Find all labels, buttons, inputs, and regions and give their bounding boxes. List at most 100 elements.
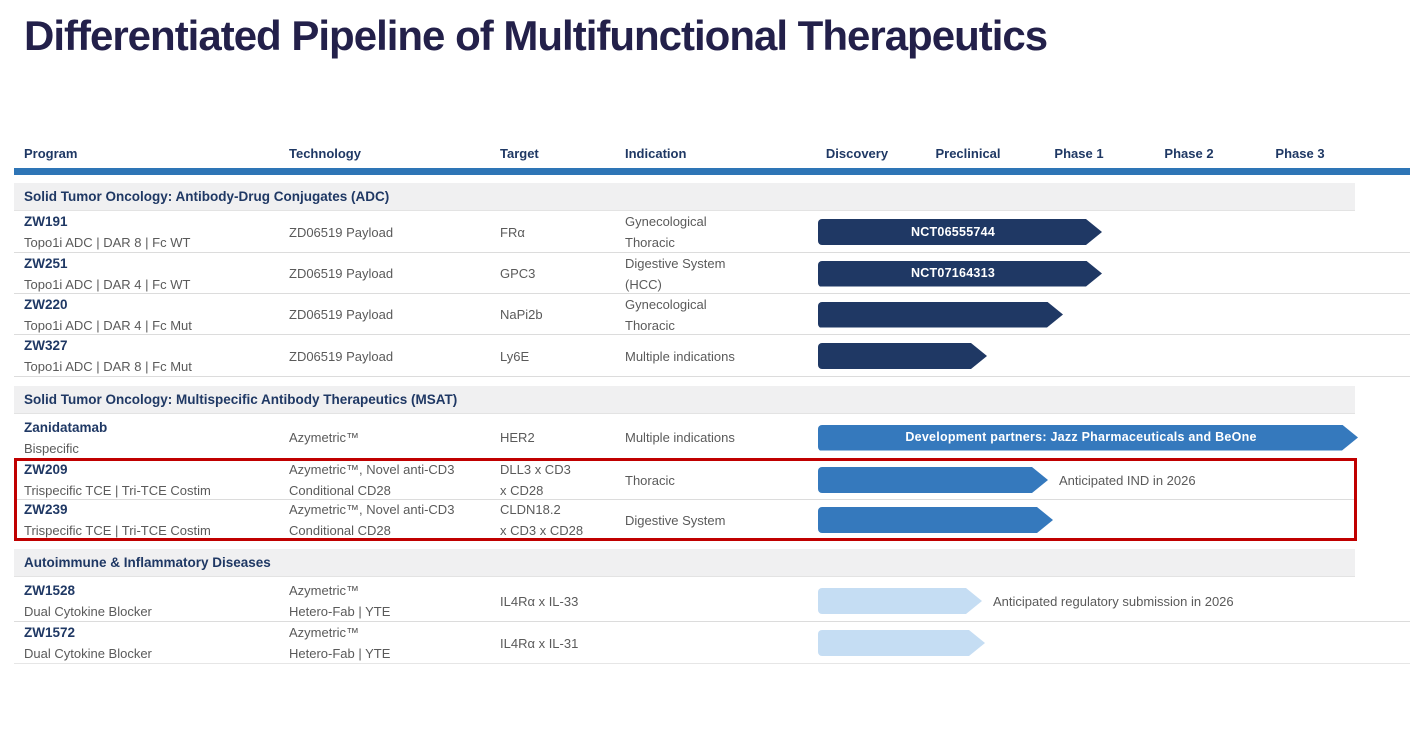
program-cell: Zanidatamab Bispecific bbox=[24, 417, 284, 458]
pipeline-row-zw191: ZW191 Topo1i ADC | DAR 8 | Fc WT ZD06519… bbox=[14, 211, 1410, 253]
indication-cell bbox=[625, 580, 810, 622]
progress-arrow bbox=[818, 302, 1063, 328]
target-cell: Ly6E bbox=[500, 348, 530, 364]
program-subtitle: Topo1i ADC | DAR 8 | Fc WT bbox=[24, 235, 191, 250]
row-divider bbox=[14, 621, 1410, 622]
program-cell: ZW1528 Dual Cytokine Blocker bbox=[24, 580, 284, 622]
page-title: Differentiated Pipeline of Multifunction… bbox=[24, 12, 1048, 59]
row-divider bbox=[17, 499, 1354, 500]
target-cell: HER2 bbox=[500, 430, 535, 445]
technology-cell: ZD06519 Payload bbox=[289, 348, 394, 364]
indication-cell: Multiple indications bbox=[625, 430, 735, 445]
program-subtitle: Topo1i ADC | DAR 8 | Fc Mut bbox=[24, 359, 192, 374]
section-header-adc-label: Solid Tumor Oncology: Antibody-Drug Conj… bbox=[24, 189, 390, 204]
technology-cell: ZD06519 Payload bbox=[289, 266, 394, 281]
technology-cell: ZD06519 Payload bbox=[289, 224, 394, 240]
program-cell: ZW327 Topo1i ADC | DAR 8 | Fc Mut bbox=[24, 335, 284, 377]
program-subtitle: Trispecific TCE | Tri-TCE Costim bbox=[24, 523, 211, 538]
technology-cell: Azymetric™, Novel anti-CD3 Conditional C… bbox=[289, 502, 455, 538]
pipeline-row-zw251: ZW251 Topo1i ADC | DAR 4 | Fc WT ZD06519… bbox=[14, 253, 1410, 294]
phase-track bbox=[818, 622, 1410, 664]
indication-cell: Gynecological Thoracic bbox=[625, 296, 707, 333]
target-cell: GPC3 bbox=[500, 266, 536, 281]
technology-cell: Azymetric™ Hetero-Fab | YTE bbox=[289, 583, 391, 619]
indication-cell bbox=[625, 622, 810, 664]
technology-cell: Azymetric™ bbox=[289, 430, 360, 445]
program-name: ZW239 bbox=[24, 502, 68, 517]
pipeline-row-zw327: ZW327 Topo1i ADC | DAR 8 | Fc Mut ZD0651… bbox=[14, 335, 1410, 377]
phase-track: Anticipated regulatory submission in 202… bbox=[818, 580, 1410, 622]
progress-arrow bbox=[818, 588, 982, 614]
column-header-technology: Technology bbox=[289, 146, 361, 161]
pipeline-row-zw239: ZW239 Trispecific TCE | Tri-TCE Costim A… bbox=[14, 500, 1410, 540]
target-cell: DLL3 x CD3 x CD28 bbox=[500, 462, 571, 498]
phase-header-phase1: Phase 1 bbox=[1054, 146, 1104, 161]
indication-cell: Gynecological Thoracic bbox=[625, 214, 707, 250]
progress-arrow bbox=[818, 630, 985, 656]
program-name: ZW220 bbox=[24, 296, 68, 312]
target-cell: NaPi2b bbox=[500, 307, 543, 322]
header-accent-bar bbox=[14, 168, 1410, 175]
program-name: ZW191 bbox=[24, 214, 68, 229]
progress-arrow bbox=[818, 467, 1048, 493]
program-subtitle: Bispecific bbox=[24, 440, 79, 456]
technology-cell: Azymetric™, Novel anti-CD3 Conditional C… bbox=[289, 462, 455, 498]
program-name: ZW327 bbox=[24, 338, 68, 353]
arrow-label: NCT07164313 bbox=[910, 266, 996, 280]
program-name: ZW251 bbox=[24, 255, 68, 271]
target-cell: IL4Rα x IL-31 bbox=[500, 635, 579, 651]
program-subtitle: Topo1i ADC | DAR 4 | Fc Mut bbox=[24, 317, 192, 333]
section-header-msat: Solid Tumor Oncology: Multispecific Anti… bbox=[14, 386, 1355, 414]
program-cell: ZW251 Topo1i ADC | DAR 4 | Fc WT bbox=[24, 253, 284, 294]
arrow-label: Development partners: Jazz Pharmaceutica… bbox=[905, 430, 1257, 444]
technology-cell: ZD06519 Payload bbox=[289, 307, 394, 322]
phase-header-discovery: Discovery bbox=[825, 146, 889, 161]
pipeline-row-zw220: ZW220 Topo1i ADC | DAR 4 | Fc Mut ZD0651… bbox=[14, 294, 1410, 335]
target-cell: FRα bbox=[500, 224, 525, 240]
progress-arrow bbox=[818, 343, 987, 369]
program-cell: ZW209 Trispecific TCE | Tri-TCE Costim bbox=[24, 460, 284, 500]
indication-cell: Multiple indications bbox=[625, 348, 735, 364]
target-cell: CLDN18.2 x CD3 x CD28 bbox=[500, 502, 584, 538]
phase-track: Anticipated IND in 2026 bbox=[818, 460, 1410, 500]
section-header-autoimmune: Autoimmune & Inflammatory Diseases bbox=[14, 549, 1355, 577]
progress-arrow: NCT06555744 bbox=[818, 219, 1102, 245]
program-cell: ZW1572 Dual Cytokine Blocker bbox=[24, 622, 284, 664]
phase-track bbox=[818, 294, 1410, 335]
pipeline-row-zw209: ZW209 Trispecific TCE | Tri-TCE Costim A… bbox=[14, 460, 1410, 500]
pipeline-row-zw1572: ZW1572 Dual Cytokine Blocker Azymetric™ … bbox=[14, 622, 1410, 664]
indication-cell: Thoracic bbox=[625, 472, 675, 488]
arrow-note: Anticipated IND in 2026 bbox=[1059, 472, 1196, 488]
program-subtitle: Dual Cytokine Blocker bbox=[24, 604, 152, 619]
row-divider bbox=[14, 663, 1410, 664]
program-name: ZW1528 bbox=[24, 583, 76, 598]
progress-arrow: NCT07164313 bbox=[818, 261, 1102, 287]
arrow-note: Anticipated regulatory submission in 202… bbox=[993, 593, 1234, 609]
indication-cell: Digestive System bbox=[625, 512, 726, 528]
technology-cell: Azymetric™ Hetero-Fab | YTE bbox=[289, 625, 391, 661]
phase-track: NCT06555744 bbox=[818, 211, 1410, 253]
target-cell: IL4Rα x IL-33 bbox=[500, 593, 579, 609]
progress-arrow bbox=[818, 507, 1053, 533]
phase-track bbox=[818, 500, 1410, 540]
program-subtitle: Dual Cytokine Blocker bbox=[24, 646, 152, 661]
program-subtitle: Trispecific TCE | Tri-TCE Costim bbox=[24, 483, 211, 498]
row-divider bbox=[14, 293, 1410, 294]
pipeline-row-zw1528: ZW1528 Dual Cytokine Blocker Azymetric™ … bbox=[14, 580, 1410, 622]
section-header-adc: Solid Tumor Oncology: Antibody-Drug Conj… bbox=[14, 183, 1355, 211]
program-cell: ZW239 Trispecific TCE | Tri-TCE Costim bbox=[24, 500, 284, 540]
pipeline-row-zanidatamab: Zanidatamab Bispecific Azymetric™ HER2 M… bbox=[14, 417, 1410, 458]
indication-cell: Digestive System (HCC) bbox=[625, 255, 726, 292]
section-header-msat-label: Solid Tumor Oncology: Multispecific Anti… bbox=[24, 392, 458, 407]
phase-track bbox=[818, 335, 1410, 377]
program-subtitle: Topo1i ADC | DAR 4 | Fc WT bbox=[24, 276, 191, 292]
program-cell: ZW191 Topo1i ADC | DAR 8 | Fc WT bbox=[24, 211, 284, 253]
phase-header-phase3: Phase 3 bbox=[1275, 146, 1325, 161]
arrow-label: NCT06555744 bbox=[910, 224, 996, 239]
row-divider bbox=[14, 252, 1410, 253]
phase-track: Development partners: Jazz Pharmaceutica… bbox=[818, 417, 1410, 458]
program-cell: ZW220 Topo1i ADC | DAR 4 | Fc Mut bbox=[24, 294, 284, 335]
column-header-target: Target bbox=[500, 146, 539, 161]
row-divider bbox=[14, 334, 1410, 335]
